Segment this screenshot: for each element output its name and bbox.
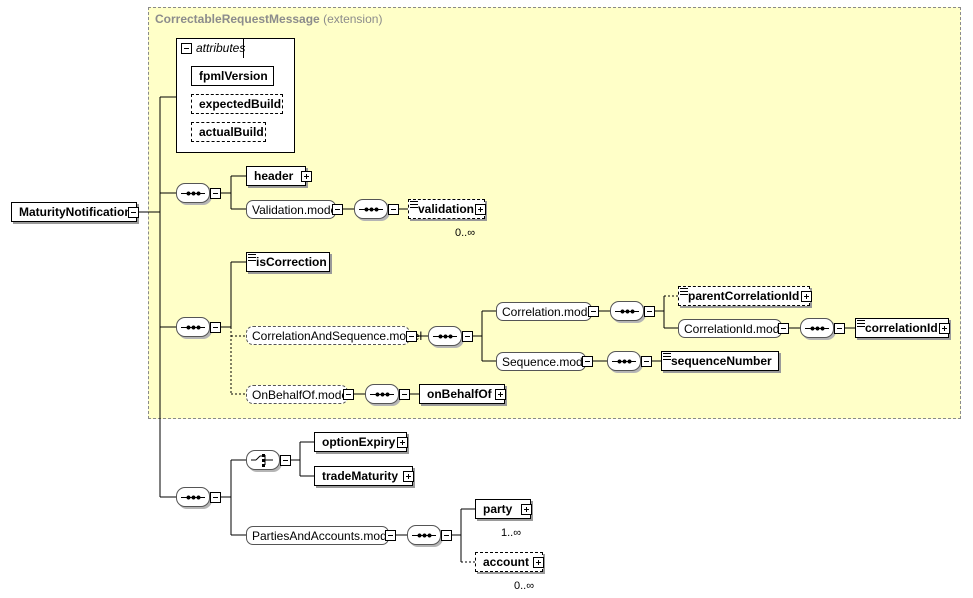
party-expand-toggle[interactable] [521, 504, 532, 515]
attribute-label: expectedBuild [199, 97, 282, 111]
extension-name: CorrectableRequestMessage [155, 12, 320, 26]
element-label: parentCorrelationId [688, 289, 800, 303]
attribute-expected-build[interactable]: expectedBuild [191, 94, 283, 114]
element-label: correlationId [865, 321, 938, 335]
attribute-label: actualBuild [199, 125, 264, 139]
element-label: party [483, 502, 513, 516]
element-label: tradeMaturity [322, 469, 399, 483]
sequence-compositor-on-behalf-of[interactable] [365, 384, 399, 404]
documentation-icon [248, 254, 256, 261]
sequence-compositor-correlation-id[interactable] [800, 318, 834, 338]
element-label: header [254, 169, 294, 183]
correlation-sequence-collapse-toggle[interactable] [644, 306, 655, 317]
element-header[interactable]: header [246, 166, 306, 186]
group-correlation-model[interactable]: Correlation.model [496, 302, 597, 321]
attribute-actual-build[interactable]: actualBuild [191, 122, 266, 142]
sequence-compositor-1[interactable] [176, 183, 210, 203]
sequence-compositor-2[interactable] [176, 317, 210, 337]
root-element-maturity-notification[interactable]: MaturityNotification [11, 202, 137, 222]
group-validation-model[interactable]: Validation.model [246, 200, 340, 219]
element-parent-correlation-id[interactable]: parentCorrelationId [678, 286, 810, 306]
trade-maturity-expand-toggle[interactable] [403, 471, 414, 482]
parent-correlation-id-expand-toggle[interactable] [801, 291, 812, 302]
element-option-expiry[interactable]: optionExpiry [314, 432, 407, 452]
cas-sequence-collapse-toggle[interactable] [462, 331, 473, 342]
choice-compositor[interactable] [246, 450, 280, 470]
sequence-model-collapse-toggle[interactable] [582, 356, 593, 367]
model-label: OnBehalfOf.model [252, 387, 351, 402]
sequence-3-collapse-toggle[interactable] [210, 492, 221, 503]
element-sequence-number[interactable]: sequenceNumber [661, 351, 779, 371]
sequence-compositor-parties-and-accounts[interactable] [407, 525, 441, 545]
root-collapse-toggle[interactable] [128, 207, 139, 218]
choice-icon [251, 454, 273, 467]
model-label: CorrelationId.model [684, 321, 789, 336]
sequence-compositor-correlation[interactable] [610, 301, 644, 321]
model-label: PartiesAndAccounts.model [252, 528, 397, 543]
validation-sequence-collapse-toggle[interactable] [388, 204, 399, 215]
group-on-behalf-of-model[interactable]: OnBehalfOf.model [246, 385, 351, 404]
attributes-tab [176, 38, 244, 58]
element-label: onBehalfOf [427, 387, 492, 401]
correlation-id-sequence-collapse-toggle[interactable] [834, 323, 845, 334]
element-on-behalf-of[interactable]: onBehalfOf [419, 384, 505, 404]
documentation-icon [857, 320, 865, 327]
sequence-compositor-sequence[interactable] [607, 351, 641, 371]
parties-and-accounts-collapse-toggle[interactable] [385, 530, 396, 541]
choice-collapse-toggle[interactable] [280, 455, 291, 466]
sequence-compositor-correlation-and-sequence[interactable] [428, 326, 462, 346]
attribute-label: fpmlVersion [199, 69, 268, 83]
documentation-icon [680, 288, 688, 295]
sequence-compositor-validation[interactable] [354, 199, 388, 219]
extension-note: (extension) [323, 12, 383, 26]
group-correlation-id-model[interactable]: CorrelationId.model [678, 319, 789, 338]
element-party[interactable]: party [475, 499, 531, 519]
correlation-model-collapse-toggle[interactable] [588, 306, 599, 317]
parties-sequence-collapse-toggle[interactable] [441, 530, 452, 541]
root-label: MaturityNotification [19, 205, 132, 219]
account-expand-toggle[interactable] [533, 557, 544, 568]
correlation-id-expand-toggle[interactable] [939, 323, 950, 334]
option-expiry-expand-toggle[interactable] [397, 437, 408, 448]
element-correlation-id[interactable]: correlationId [855, 318, 949, 338]
model-label: Validation.model [252, 202, 340, 217]
element-label: sequenceNumber [671, 354, 772, 368]
correlation-id-model-collapse-toggle[interactable] [778, 323, 789, 334]
documentation-icon [663, 353, 671, 360]
element-label: optionExpiry [322, 435, 396, 449]
on-behalf-of-model-collapse-toggle[interactable] [343, 389, 354, 400]
validation-occurrence: 0..∞ [455, 227, 476, 239]
attributes-heading: attributes [196, 41, 246, 55]
group-parties-and-accounts-model[interactable]: PartiesAndAccounts.model [246, 526, 396, 545]
model-label: CorrelationAndSequence.model [252, 328, 423, 343]
on-behalf-of-expand-toggle[interactable] [495, 389, 506, 400]
sequence-sequence-collapse-toggle[interactable] [641, 356, 652, 367]
group-correlation-and-sequence-model[interactable]: CorrelationAndSequence.model [246, 326, 422, 345]
model-label: Sequence.model [502, 354, 593, 369]
on-behalf-of-sequence-collapse-toggle[interactable] [399, 389, 410, 400]
element-trade-maturity[interactable]: tradeMaturity [314, 466, 413, 486]
correlation-and-sequence-collapse-toggle[interactable] [406, 331, 417, 342]
validation-expand-toggle[interactable] [475, 204, 486, 215]
account-occurrence: 0..∞ [514, 580, 535, 592]
element-label: isCorrection [256, 255, 327, 269]
group-sequence-model[interactable]: Sequence.model [496, 352, 592, 371]
attributes-collapse-toggle[interactable] [181, 43, 192, 54]
attribute-fpml-version[interactable]: fpmlVersion [191, 66, 274, 86]
extension-title: CorrectableRequestMessage (extension) [155, 12, 382, 26]
header-expand-toggle[interactable] [301, 171, 312, 182]
documentation-icon [410, 201, 418, 208]
element-is-correction[interactable]: isCorrection [246, 252, 330, 272]
party-occurrence: 1..∞ [501, 527, 522, 539]
element-label: account [483, 555, 530, 569]
element-account[interactable]: account [475, 552, 543, 572]
element-label: validation [418, 202, 475, 216]
element-validation[interactable]: validation [408, 199, 485, 219]
sequence-1-collapse-toggle[interactable] [210, 188, 221, 199]
model-label: Correlation.model [502, 304, 597, 319]
sequence-2-collapse-toggle[interactable] [210, 322, 221, 333]
sequence-compositor-3[interactable] [176, 487, 210, 507]
validation-model-collapse-toggle[interactable] [332, 204, 343, 215]
